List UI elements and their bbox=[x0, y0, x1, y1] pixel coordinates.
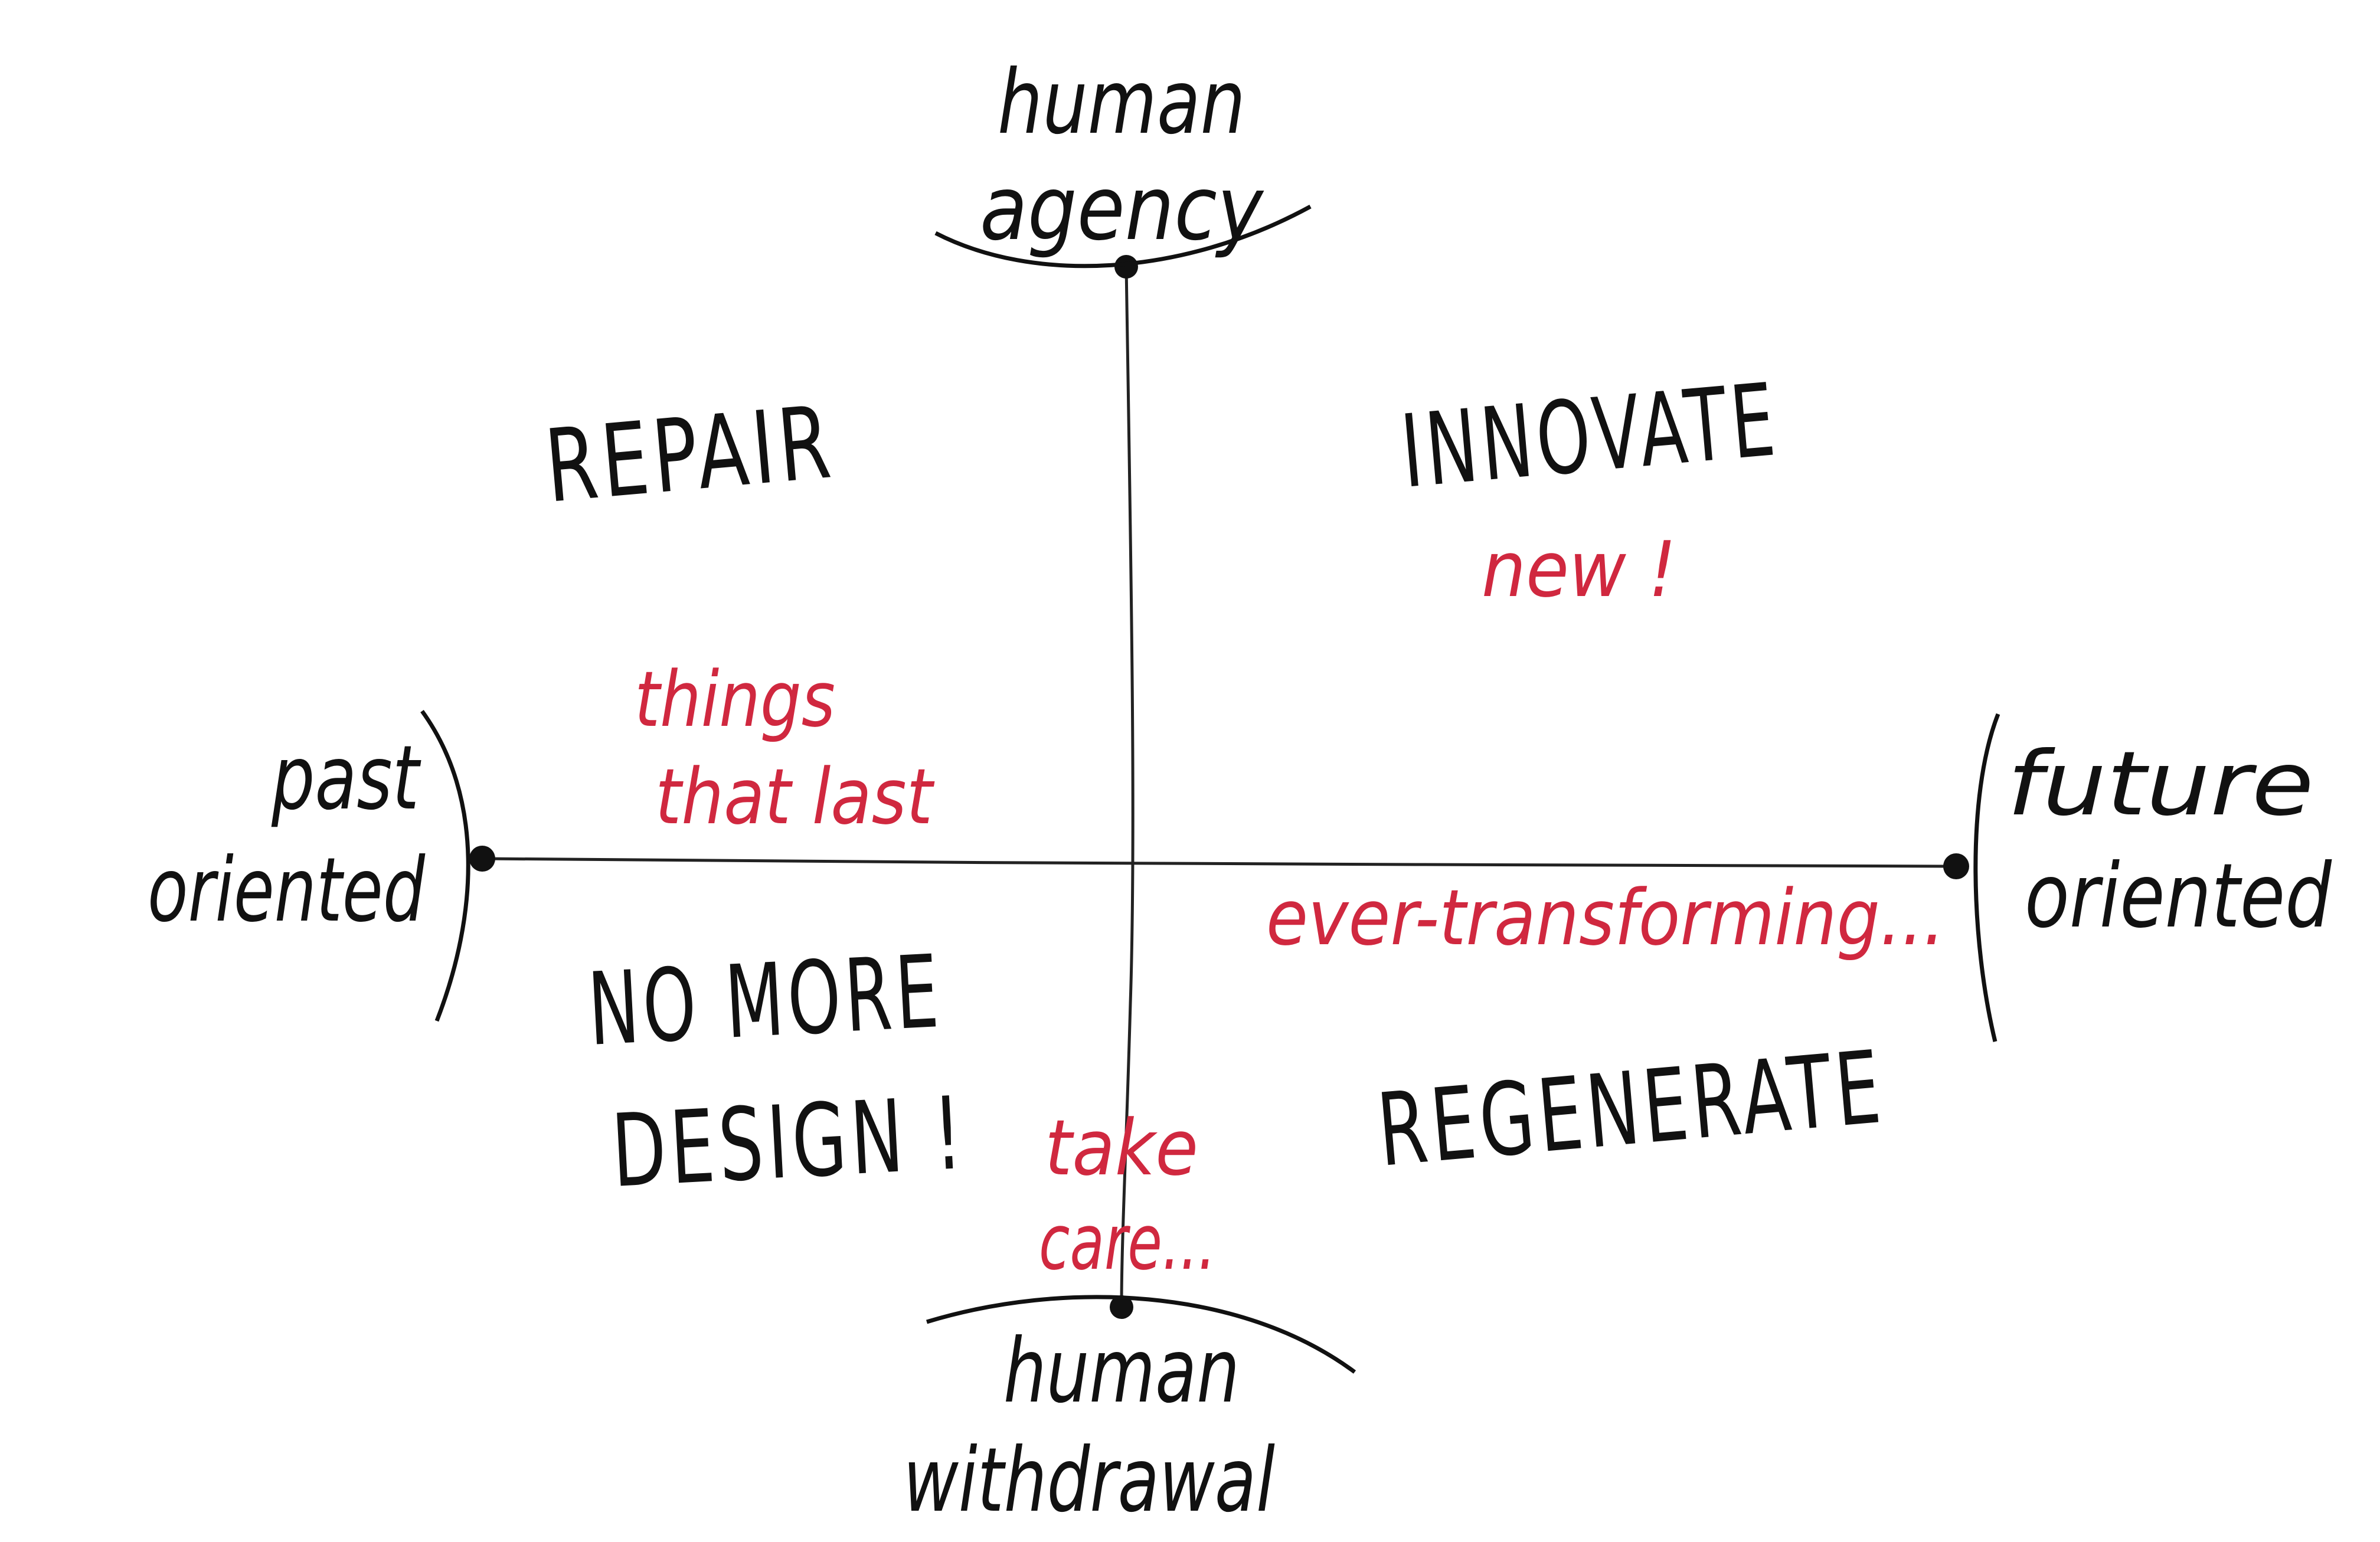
top-axis-label-line2: agency bbox=[980, 158, 1264, 260]
vertical-axis bbox=[1120, 266, 1135, 1308]
axis-left-dot bbox=[469, 846, 495, 872]
top-axis-label-line1: human bbox=[998, 51, 1245, 154]
bottom-bracket bbox=[926, 1295, 1356, 1374]
quadrant-no-more-design-line1: NO MORE bbox=[586, 934, 946, 1069]
axis-top-dot bbox=[1114, 255, 1138, 279]
top-bracket bbox=[934, 204, 1312, 269]
left-axis-label-line1: past bbox=[271, 727, 421, 830]
bottom-axis-label-line1: human bbox=[1003, 1320, 1240, 1423]
annotation-ever-transforming: ever-transforming... bbox=[1266, 873, 1945, 962]
left-bracket bbox=[420, 709, 470, 1022]
annotation-things-that-last-line1: things bbox=[635, 654, 835, 744]
right-bracket bbox=[1973, 713, 2000, 1042]
axis-bottom-dot bbox=[1110, 1295, 1133, 1319]
right-axis-label-line1: future bbox=[2007, 733, 2314, 836]
horizontal-axis bbox=[482, 857, 1957, 868]
annotation-things-that-last-line2: that last bbox=[655, 752, 935, 842]
annotation-take-care-line2: care... bbox=[1039, 1197, 1216, 1287]
right-axis-label-line2: oriented bbox=[2025, 845, 2332, 948]
left-axis-label-line2: oriented bbox=[148, 839, 426, 942]
quadrant-no-more-design-line2: DESIGN ! bbox=[609, 1075, 969, 1210]
quadrant-repair: REPAIR bbox=[541, 384, 839, 526]
axis-right-dot bbox=[1943, 853, 1969, 879]
quadrant-regenerate: REGENERATE bbox=[1373, 1029, 1889, 1190]
bottom-axis-label-line2: withdrawal bbox=[903, 1429, 1275, 1532]
annotation-new: new ! bbox=[1482, 525, 1676, 614]
annotation-take-care-line1: take bbox=[1045, 1103, 1198, 1193]
quadrant-innovate: INNOVATE bbox=[1397, 362, 1783, 511]
